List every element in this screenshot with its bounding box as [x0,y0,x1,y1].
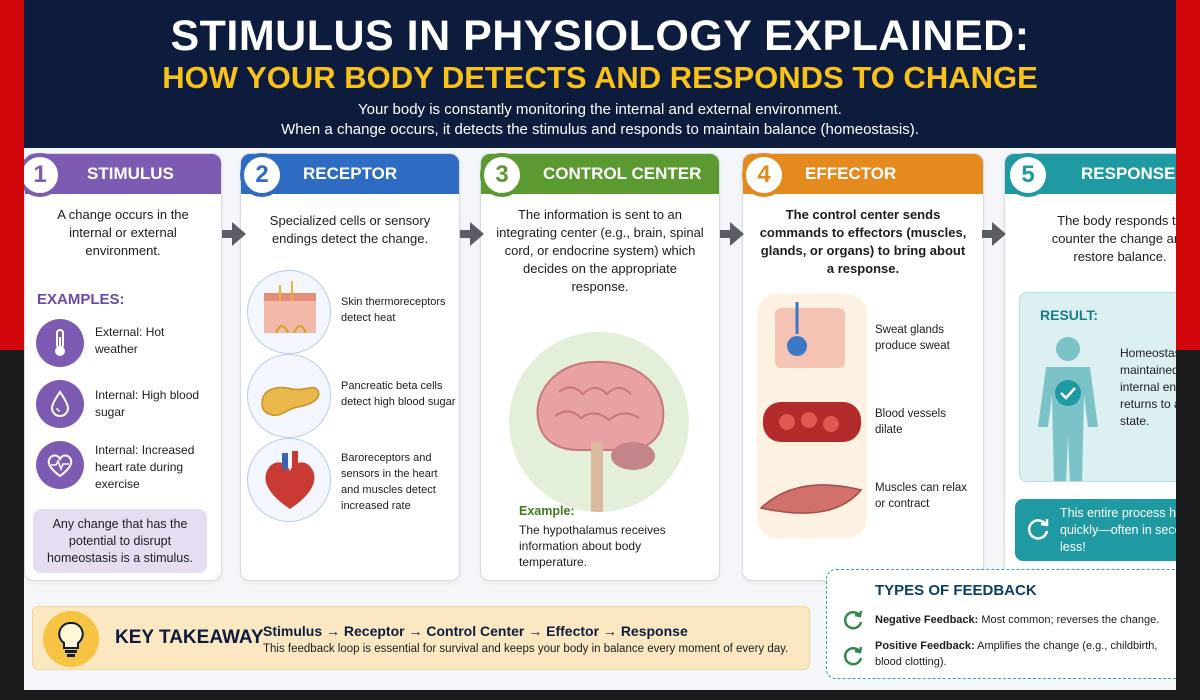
step-card-effector: EFFECTOR The control center sends comman… [742,153,984,581]
human-body-icon [1038,337,1098,481]
result-box: RESULT: Homeostasis is maintained. The i… [1019,292,1176,482]
key-takeaway: KEY TAKEAWAY Stimulus → Receptor → Contr… [32,606,810,670]
step-description: The control center sends commands to eff… [759,207,967,276]
intro-line-1: Your body is constantly monitoring the i… [358,101,842,118]
negative-feedback-label: Negative Feedback: [875,614,979,626]
step-card-response: RESPONSE The body responds to counter th… [1004,153,1176,581]
negative-feedback-text: Most common; reverses the change. [978,614,1160,626]
receptor-item-text: Pancreatic beta cells detect high blood … [341,380,456,408]
page-subtitle: HOW YOUR BODY DETECTS AND RESPONDS TO CH… [162,60,1038,95]
step-description: A change occurs in the internal or exter… [57,207,189,258]
step-description: The body responds to counter the change … [1051,213,1176,264]
step-number-badge: 3 [480,153,524,197]
positive-feedback-label: Positive Feedback: [875,640,975,652]
takeaway-note: This feedback loop is essential for surv… [263,643,789,655]
negative-feedback-icon [843,610,863,630]
examples-label: EXAMPLES: [37,291,125,308]
positive-feedback-text: Amplifies the change (e.g., childbirth, … [875,640,1158,668]
example-text: Internal: High blood sugar [95,388,200,419]
quick-note-box: This entire process happens quickly—ofte… [1015,499,1176,561]
step-number-badge: 4 [742,153,786,197]
takeaway-flow: Stimulus → Receptor → Control Center → E… [263,623,688,639]
example-text: The hypothalamus receives information ab… [519,523,666,569]
receptor-item-text: Baroreceptors and sensors in the heart a… [341,452,438,512]
intro-text: Your body is constantly monitoring the i… [24,100,1176,140]
infographic-panel: STIMULUS IN PHYSIOLOGY EXPLAINED: HOW YO… [24,0,1176,690]
effector-item-text: Muscles can relax or contract [875,482,968,510]
pancreas-icon [247,354,331,438]
step-card-control-center: CONTROL CENTER The information is sent t… [480,153,720,581]
flow-arrow-icon [982,222,1006,246]
blood-drop-icon [36,380,84,428]
effector-item-text: Blood vessels dilate [875,408,946,436]
result-label: RESULT: [1040,307,1099,323]
heart-icon [247,438,331,522]
takeaway-title: KEY TAKEAWAY [115,627,264,648]
step-number-badge: 5 [1006,153,1050,197]
positive-feedback-row: Positive Feedback: Amplifies the change … [875,638,1175,670]
example-label: Example: [519,504,575,518]
intro-line-2: When a change occurs, it detects the sti… [281,121,919,138]
step-card-receptor: RECEPTOR Specialized cells or sensory en… [240,153,460,581]
example-text: External: Hot weather [95,325,165,356]
example-text: Internal: Increased heart rate during ex… [95,443,195,491]
thermometer-icon [36,319,84,367]
quick-note-text: This entire process happens quickly—ofte… [1060,506,1176,554]
stimulus-note: Any change that has the potential to dis… [33,509,207,573]
refresh-icon [1027,519,1049,540]
flow-arrow-icon [720,222,744,246]
negative-feedback-row: Negative Feedback: Most common; reverses… [875,612,1175,628]
step-number-badge: 1 [24,153,62,197]
heartbeat-icon [36,441,84,489]
brain-icon [509,332,689,512]
skin-receptor-icon [247,270,331,354]
result-text: Homeostasis is maintained. The internal … [1120,346,1176,428]
step-description: Specialized cells or sensory endings det… [269,213,431,246]
flow-arrow-icon [222,222,246,246]
page-title: STIMULUS IN PHYSIOLOGY EXPLAINED: [170,12,1030,60]
receptor-item-text: Skin thermoreceptors detect heat [341,296,446,324]
header: STIMULUS IN PHYSIOLOGY EXPLAINED: HOW YO… [24,0,1176,148]
step-description: The information is sent to an integratin… [496,207,704,294]
effector-item-text: Sweat glands produce sweat [875,324,950,352]
step-title: EFFECTOR [743,154,983,194]
step-number-badge: 2 [240,153,284,197]
effector-illustration-panel [757,294,867,538]
flow-arrow-icon [460,222,484,246]
step-card-stimulus: STIMULUS A change occurs in the internal… [24,153,222,581]
feedback-title: TYPES OF FEEDBACK [875,582,1037,599]
positive-feedback-icon [843,646,863,666]
feedback-types-box: TYPES OF FEEDBACK Negative Feedback: Mos… [826,569,1176,679]
lightbulb-icon [43,611,99,667]
